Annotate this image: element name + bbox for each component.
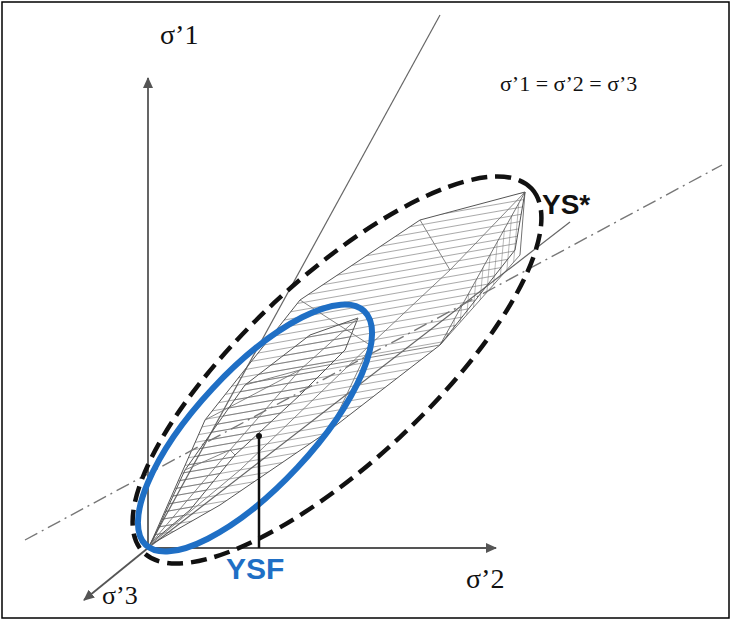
leader-line: [258, 436, 261, 548]
ys-star-ellipse: [80, 121, 595, 618]
hydrostatic-axis: [25, 165, 722, 540]
yield-surface-large: [150, 192, 525, 545]
axis-label: σ’2: [466, 564, 504, 595]
yield-surface-large-end: [440, 192, 525, 345]
axis-label: σ’1: [160, 20, 198, 51]
axis-equation-label: σ’1 = σ’2 = σ’3: [500, 72, 637, 96]
sigma2-axis: [148, 547, 496, 549]
ys-f-ellipse: [103, 271, 406, 584]
yield-surface-large-facet: [150, 192, 525, 545]
surface-label: YS*: [542, 190, 590, 221]
surface-label: YSF: [226, 552, 284, 585]
axis-label: σ’3: [102, 582, 138, 611]
